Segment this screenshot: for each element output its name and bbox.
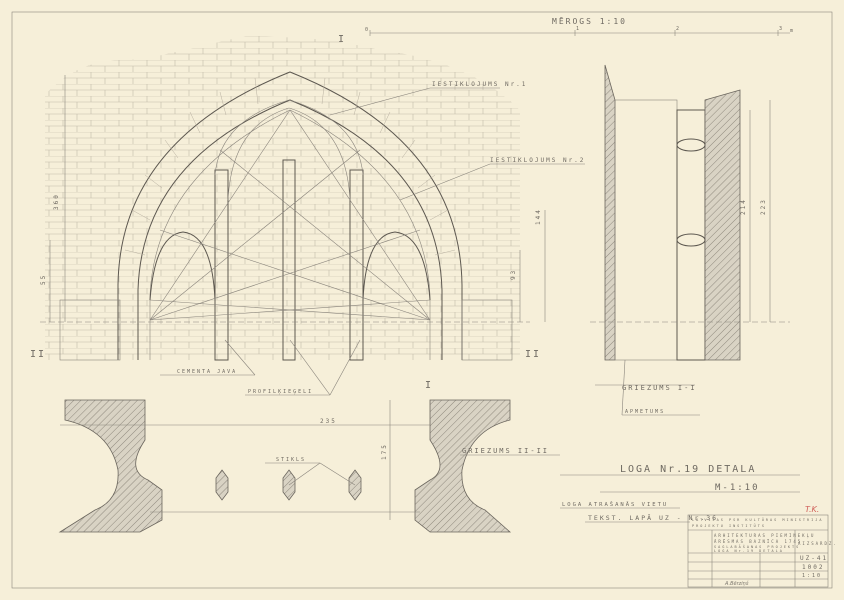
scale-label: MĒROGS 1:10 <box>552 16 627 26</box>
dimension-label: 214 <box>740 198 747 215</box>
scale-tick: 0 <box>365 27 370 33</box>
section-marker-left: II <box>30 349 46 360</box>
title-block: LATVIJAS PSR KULTŪRAS MINISTRIJA PROJEKT… <box>687 514 838 588</box>
title-block-sheet: SAGLABĀŠANAS PROJEKTS <box>714 544 800 549</box>
label-cement-mortar: CEMENTA JAVA <box>177 369 237 375</box>
section-i-i: 214 223 <box>590 64 790 361</box>
title-block-sheet-number: UZ-41 <box>800 555 828 562</box>
drawing-scale: M-1:10 <box>715 483 760 493</box>
section-2-title: GRIEZUMS II-II <box>462 447 549 455</box>
title-block-project: ARHITEKTURAS PIEMINEKĻU <box>714 533 815 538</box>
label-profile-bricks: PROFILĶIEĢELI <box>248 389 313 395</box>
label-glass: STIKLS <box>276 457 306 463</box>
dimension-label: 175 <box>381 443 388 460</box>
title-block-scale: 1:10 <box>802 573 822 579</box>
title-block-project: ĀRĒSMAS BAZNĪCA 1745 <box>714 539 802 544</box>
dimension-label: 235 <box>320 418 337 425</box>
dimension-label: 360 <box>53 193 60 210</box>
sheet-border <box>11 11 833 589</box>
title-block-header: LATVIJAS PSR KULTŪRAS MINISTRIJA <box>692 517 823 522</box>
drawing-title: LOGA Nr.19 DETALA <box>620 464 756 475</box>
dimension-label: 144 <box>535 208 542 225</box>
signature: A.Bērziņš <box>724 580 749 587</box>
dimension-label: 55 <box>40 274 47 285</box>
section-marker-right: II <box>525 349 541 360</box>
title-block-stage: AIZSARDZ. <box>798 541 838 546</box>
section-ii-ii: 235 175 <box>58 399 512 533</box>
label-plaster: APMETUMS <box>625 409 665 415</box>
location-note: LOGA ATRAŠANĀS VIETU <box>562 501 668 508</box>
title-block-sheet: LOGA Nr.19 DETALA <box>714 549 784 553</box>
label-glazing-1: IESTIKLOJUMS Nr.1 <box>432 81 527 88</box>
scale-tick: 1 <box>576 26 581 32</box>
label-glazing-2: IESTIKLOJUMS Nr.2 <box>490 157 585 164</box>
scale-tick: 2 <box>676 26 681 32</box>
dimension-label: 223 <box>760 198 767 215</box>
section-marker-top: I <box>338 34 346 45</box>
scale-tick: 3 <box>779 26 784 32</box>
red-mark: T.K. <box>805 505 819 514</box>
section-marker-bottom: I <box>425 380 433 391</box>
scale-bar: MĒROGS 1:10 0 1 2 3 m <box>365 16 795 36</box>
text-reference: TEKST. LAPĀ UZ - Nr.36 <box>588 513 718 522</box>
window-elevation: 360 55 144 93 <box>40 35 546 361</box>
title-block-org: PROJEKTU INSTITŪTS <box>692 523 766 528</box>
dimension-label: 93 <box>510 269 517 280</box>
title-block-number: 1002 <box>802 564 824 571</box>
scale-tick: m <box>790 28 795 34</box>
section-1-title: GRIEZUMS I-I <box>622 384 697 392</box>
